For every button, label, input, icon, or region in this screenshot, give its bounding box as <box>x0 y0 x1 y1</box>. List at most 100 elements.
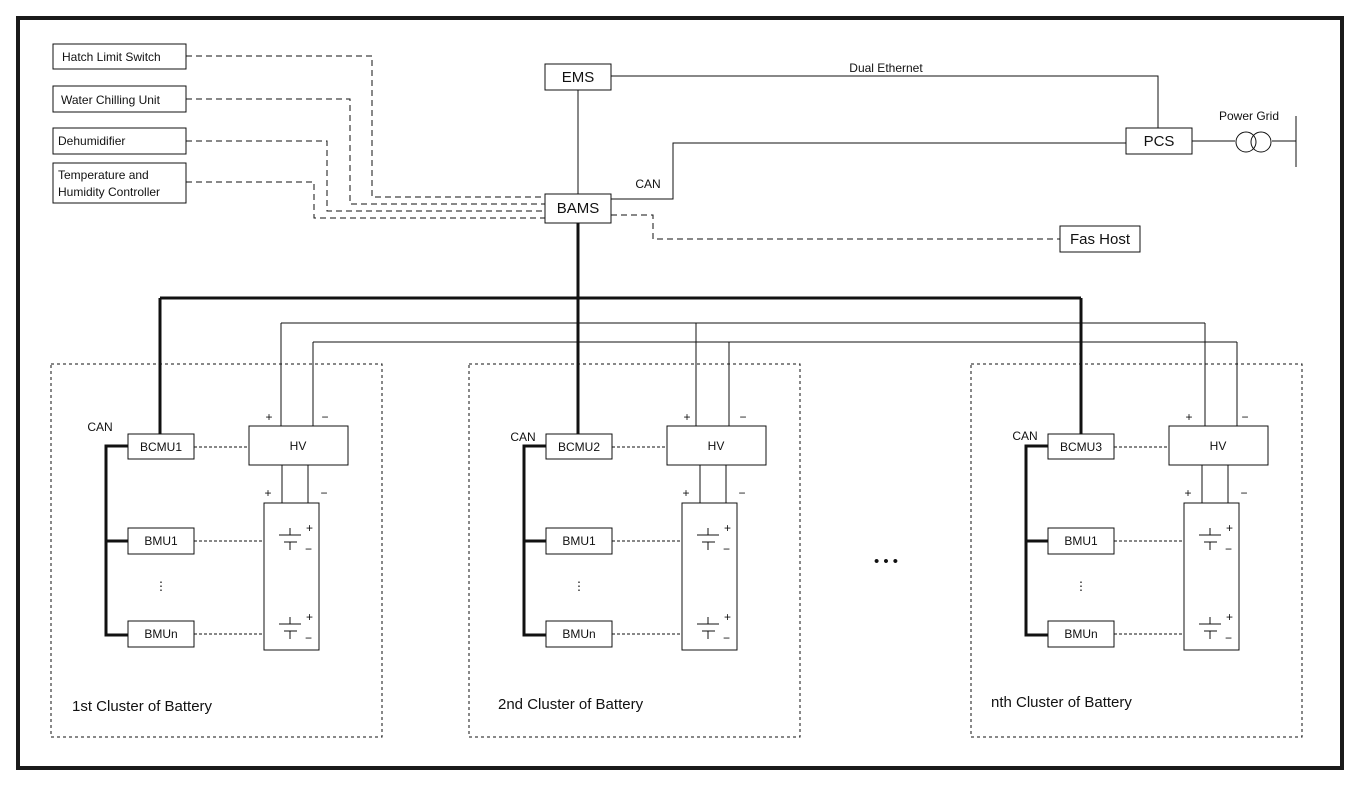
ems-label: EMS <box>562 69 595 86</box>
bams-node: BAMS <box>544 193 612 224</box>
hv-box <box>1168 425 1269 466</box>
fas-host-node: Fas Host <box>1059 225 1141 253</box>
fas-host-label: Fas Host <box>1070 231 1131 248</box>
cell-minus: − <box>723 542 730 556</box>
hv-label: HV <box>290 439 307 453</box>
cell-minus: − <box>1225 631 1232 645</box>
bams-pcs-can-label: CAN <box>635 177 660 191</box>
hv-box <box>248 425 349 466</box>
bcmu-label: BCMU1 <box>140 440 182 454</box>
transformer-icon <box>1235 131 1257 153</box>
bmu-last-label: BMUn <box>1064 627 1097 641</box>
cell-plus: + <box>1226 521 1233 535</box>
battery-cell-icon: +− <box>697 521 731 556</box>
more-clusters-ellipsis: • • • <box>874 553 898 570</box>
temperature-humidity-label-line1: Temperature and <box>58 168 149 182</box>
power-grid-label: Power Grid <box>1219 109 1279 123</box>
cluster-title: 1st Cluster of Battery <box>72 698 213 715</box>
bmu-last-label: BMUn <box>144 627 177 641</box>
bmu-last-box <box>1047 620 1115 648</box>
bmu-last-box <box>545 620 613 648</box>
hv-plus-top: + <box>1185 410 1192 424</box>
cell-minus: − <box>723 631 730 645</box>
water-chilling-unit-label: Water Chilling Unit <box>61 93 161 107</box>
hv-plus-top: + <box>265 410 272 424</box>
pcs-label: PCS <box>1144 133 1175 150</box>
cell-plus: + <box>724 521 731 535</box>
cell-plus: + <box>306 521 313 535</box>
peripheral-temperature-humidity-controller: Temperature and Humidity Controller <box>52 162 187 204</box>
peripheral-links <box>186 55 545 219</box>
temperature-humidity-label-line2: Humidity Controller <box>58 185 160 199</box>
hv-label: HV <box>1210 439 1227 453</box>
cell-minus: − <box>305 542 312 556</box>
battery-cell-icon: +− <box>1199 610 1233 645</box>
hv-minus-bottom: − <box>320 486 327 500</box>
bcmu-box <box>545 433 613 460</box>
bcmu-label: BCMU3 <box>1060 440 1102 454</box>
top-connections <box>577 75 1297 240</box>
bams-label: BAMS <box>557 200 600 217</box>
cluster-frame <box>970 363 1303 738</box>
can-bus-trunk <box>158 223 1083 434</box>
cell-plus: + <box>1226 610 1233 624</box>
hv-minus-top: − <box>1241 410 1248 424</box>
hv-label: HV <box>708 439 725 453</box>
cell-plus: + <box>306 610 313 624</box>
bmu-first-label: BMU1 <box>562 534 596 548</box>
dual-ethernet-label: Dual Ethernet <box>849 61 923 75</box>
cluster-can-label: CAN <box>510 430 535 444</box>
battery-cell-icon: +− <box>697 610 731 645</box>
bcmu-box <box>127 433 195 460</box>
cluster-frame <box>468 363 801 738</box>
hv-plus-top: + <box>683 410 690 424</box>
ems-node: EMS <box>544 63 612 91</box>
peripheral-dehumidifier: Dehumidifier <box>52 127 187 155</box>
dehumidifier-label: Dehumidifier <box>58 134 125 148</box>
hv-power-bus <box>280 322 1238 426</box>
bmu-last-box <box>127 620 195 648</box>
outer-frame <box>16 16 1344 770</box>
bmu-first-box <box>545 527 613 555</box>
battery-cell-icon: +− <box>279 610 313 645</box>
battery-pack <box>263 502 320 651</box>
bcmu-label: BCMU2 <box>558 440 600 454</box>
bmu-last-label: BMUn <box>562 627 595 641</box>
cell-minus: − <box>305 631 312 645</box>
battery-cell-icon: +− <box>279 521 313 556</box>
hv-plus-bottom: + <box>1184 486 1191 500</box>
cell-plus: + <box>724 610 731 624</box>
bmu-first-label: BMU1 <box>1064 534 1098 548</box>
cluster-can-label: CAN <box>87 420 112 434</box>
battery-pack <box>1183 502 1240 651</box>
pcs-node: PCS <box>1125 127 1193 155</box>
bmu-first-label: BMU1 <box>144 534 178 548</box>
peripheral-hatch-limit-switch: Hatch Limit Switch <box>52 43 187 70</box>
battery-cell-icon: +− <box>1199 521 1233 556</box>
hv-minus-top: − <box>321 410 328 424</box>
bmu-first-box <box>1047 527 1115 555</box>
cluster-frame <box>50 363 383 738</box>
cluster-title: nth Cluster of Battery <box>991 694 1132 711</box>
hv-minus-top: − <box>739 410 746 424</box>
bmu-first-box <box>127 527 195 555</box>
hatch-limit-switch-label: Hatch Limit Switch <box>62 50 161 64</box>
hv-minus-bottom: − <box>738 486 745 500</box>
battery-pack <box>681 502 738 651</box>
bmu-vertical-dots: ⋮ <box>155 579 167 593</box>
bmu-vertical-dots: ⋮ <box>1075 579 1087 593</box>
bcmu-box <box>1047 433 1115 460</box>
hv-plus-bottom: + <box>264 486 271 500</box>
cell-minus: − <box>1225 542 1232 556</box>
cluster-can-label: CAN <box>1012 429 1037 443</box>
hv-box <box>666 425 767 466</box>
hv-minus-bottom: − <box>1240 486 1247 500</box>
hv-plus-bottom: + <box>682 486 689 500</box>
cluster-title: 2nd Cluster of Battery <box>498 696 644 713</box>
bmu-vertical-dots: ⋮ <box>573 579 585 593</box>
